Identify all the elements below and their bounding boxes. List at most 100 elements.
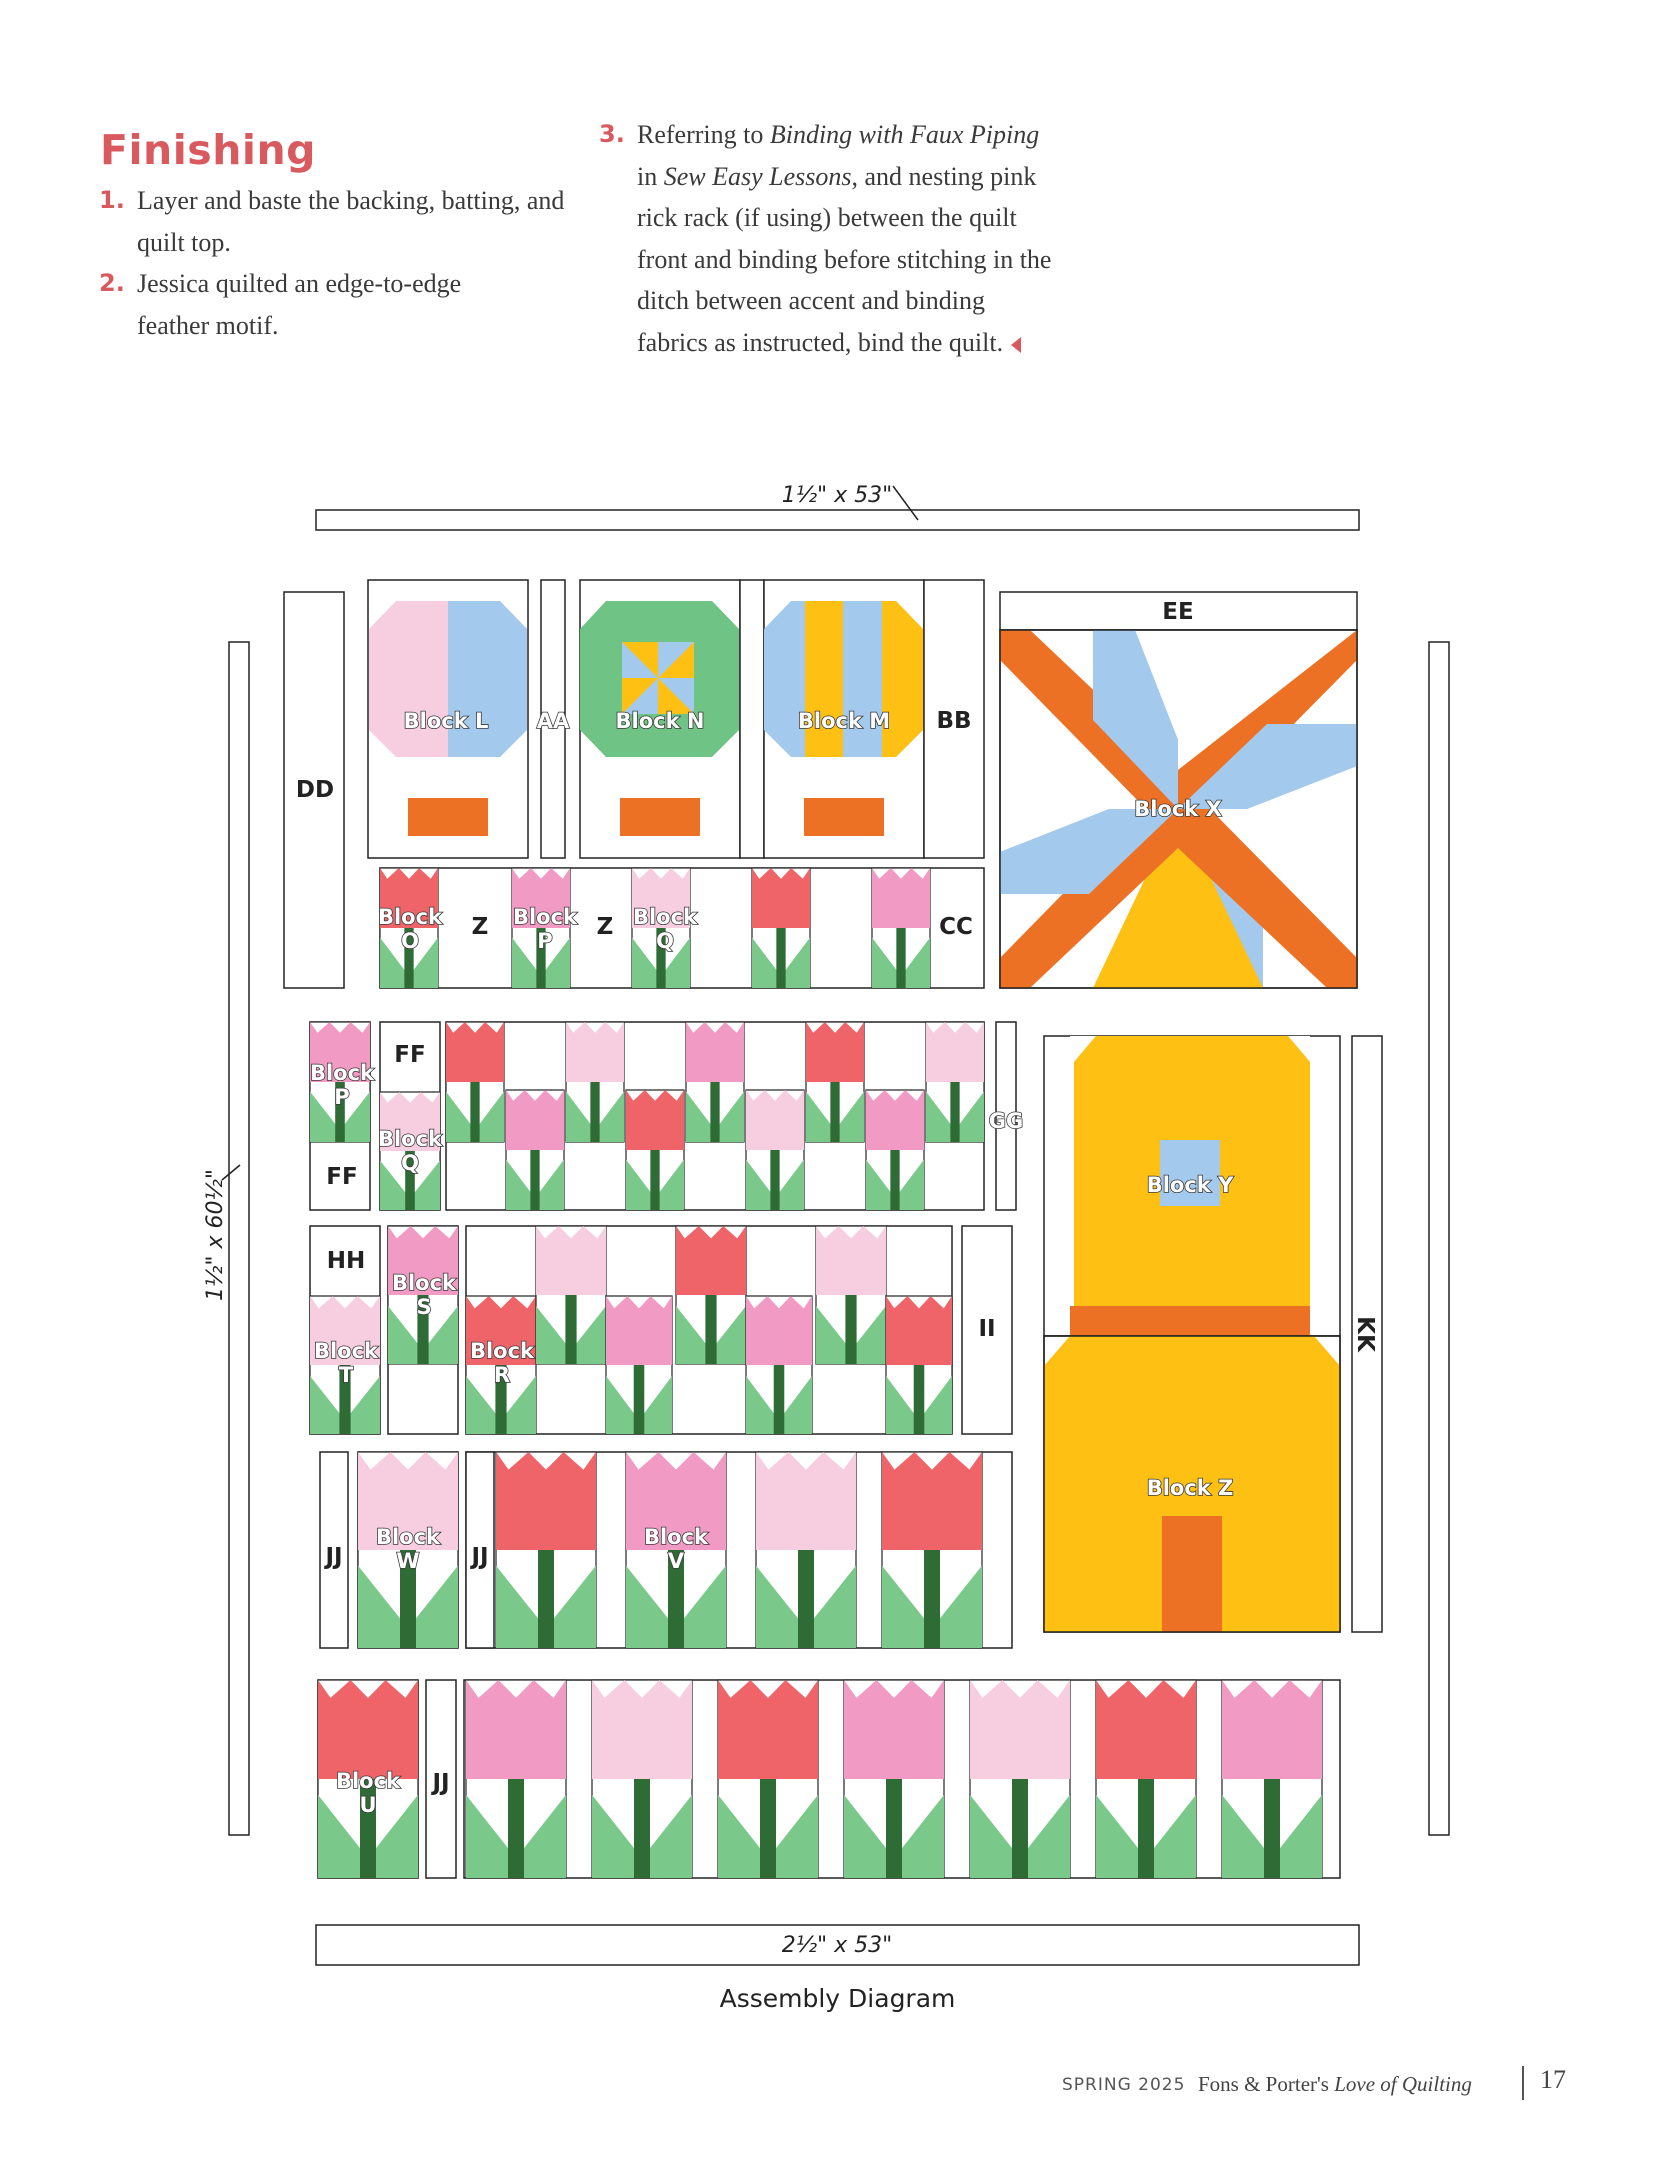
bottom-strip-label: 2½" x 53" (782, 1933, 893, 1958)
tulip-block (871, 867, 931, 989)
label-z-1: Z (472, 914, 489, 940)
tulip-block (591, 1679, 693, 1879)
label-jj-2: JJ (469, 1544, 488, 1570)
tulip-row-5 (357, 1451, 983, 1649)
tulip-row-6 (317, 1679, 1323, 1879)
top-strip-leader (892, 485, 919, 521)
tulip-row-3 (309, 1021, 985, 1211)
tulip-block (605, 1295, 673, 1435)
piece-jj-3 (425, 1679, 457, 1879)
label-bb: BB (936, 708, 971, 734)
tulip-block (565, 1021, 625, 1143)
tulip-block (745, 1089, 805, 1211)
tulip-block (625, 1089, 685, 1211)
label-z-2: Z (597, 914, 614, 940)
label-ii: II (978, 1316, 995, 1342)
tulip-block (745, 1295, 813, 1435)
piece-bb (923, 579, 985, 859)
block-label-x: Block X (1134, 797, 1222, 821)
tulip-block (357, 1451, 459, 1649)
tulip-block (843, 1679, 945, 1879)
tulip-block (379, 867, 439, 989)
label-jj-3: JJ (430, 1770, 449, 1796)
tulip-block (881, 1451, 983, 1649)
top-border-strip (315, 509, 1360, 531)
end-mark-icon (1011, 336, 1022, 353)
block-label-z: Block Z (1147, 1476, 1234, 1500)
tulip-block (1095, 1679, 1197, 1879)
tulip-block (465, 1295, 537, 1435)
label-aa: AA (537, 709, 570, 733)
tulip-block (445, 1021, 505, 1143)
tulip-block (631, 867, 691, 989)
tulip-block (755, 1451, 857, 1649)
step-text: Layer and baste the backing, batting, an… (137, 186, 565, 257)
tulip-block (1221, 1679, 1323, 1879)
piece-kk (1351, 1035, 1383, 1633)
footer-divider (1522, 2066, 1524, 2100)
label-ff-2: FF (326, 1164, 357, 1190)
side-strip-leader (221, 1164, 241, 1181)
tulip-row-2 (379, 867, 931, 989)
label-hh: HH (327, 1248, 366, 1274)
tulip-block (815, 1225, 887, 1365)
left-border-strip (228, 641, 250, 1836)
piece-gg (995, 1021, 1017, 1211)
diagram-caption: Assembly Diagram (719, 1984, 956, 2013)
page-number: 17 (1540, 2065, 1566, 2094)
piece-jj-1 (319, 1451, 349, 1649)
book-title-lessons: Sew Easy Lessons (663, 161, 852, 191)
tulip-block (865, 1089, 925, 1211)
label-ee: EE (1162, 599, 1193, 625)
block-z (1043, 1335, 1341, 1633)
block-x (999, 629, 1358, 989)
step-3: 3. Referring to Binding with Faux Piping… (599, 114, 1057, 363)
block-label-n: Block N (616, 709, 705, 733)
step-number: 3. (599, 120, 625, 148)
step-number: 2. (99, 269, 125, 297)
step-1: 1. Layer and baste the backing, batting,… (99, 180, 597, 263)
footer-magazine: Fons & Porter's Love of Quilting (1198, 2072, 1472, 2096)
block-y (1043, 1035, 1341, 1337)
block-label-m: Block M (798, 709, 890, 733)
tulip-block (805, 1021, 865, 1143)
piece-aa (540, 579, 566, 859)
step-text: Jessica quilted an edge-to-edge feather … (137, 269, 462, 340)
label-kk: KK (1352, 1316, 1378, 1353)
tulip-block (717, 1679, 819, 1879)
tulip-block (625, 1451, 727, 1649)
block-label-l: Block L (404, 709, 489, 733)
tulip-block (511, 867, 571, 989)
tulip-block (675, 1225, 747, 1365)
label-cc: CC (939, 914, 973, 940)
tulip-row-4 (309, 1225, 953, 1435)
tulip-block (885, 1295, 953, 1435)
tulip-block (465, 1679, 567, 1879)
book-title-binding: Binding with Faux Piping (769, 120, 1040, 149)
label-jj-1: JJ (323, 1544, 342, 1570)
tulip-block (969, 1679, 1071, 1879)
tulip-block (505, 1089, 565, 1211)
block-m (763, 579, 925, 859)
label-gg: GG (989, 1109, 1023, 1133)
tulip-block (309, 1021, 371, 1143)
right-border-strip (1428, 641, 1450, 1836)
label-dd: DD (296, 777, 334, 803)
tulip-block (495, 1451, 597, 1649)
block-n (579, 579, 741, 859)
tulip-block (685, 1021, 745, 1143)
side-strip-label: 1½" x 60½" (203, 1169, 228, 1301)
tulip-block (387, 1225, 459, 1365)
tulip-block (535, 1225, 607, 1365)
piece-ii (961, 1225, 1013, 1435)
